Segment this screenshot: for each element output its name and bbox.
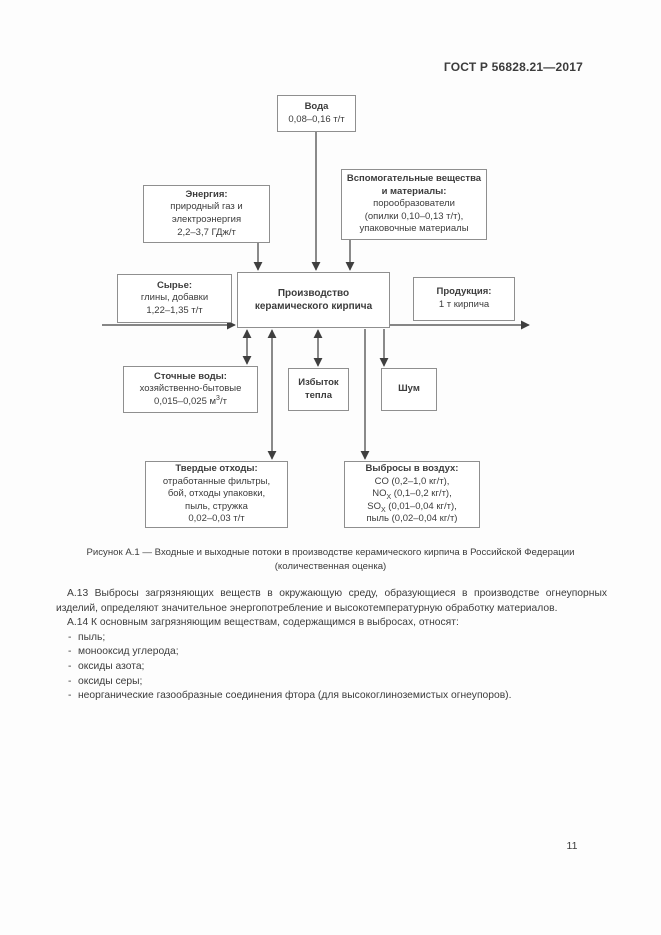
bullet-text: оксиды серы; (78, 675, 143, 687)
solid-waste-box-line: пыль, стружка (185, 500, 248, 512)
bullet-marker: - (68, 690, 72, 702)
bullet-marker: - (68, 675, 72, 687)
energy-box-title: Энергия: (185, 188, 228, 200)
page-number: 11 (566, 840, 578, 852)
bullet-marker: - (68, 631, 72, 643)
water-box: Вода 0,08–0,16 т/т (277, 95, 356, 132)
bullet-item: -неорганические газообразные соединения … (68, 689, 607, 704)
product-box: Продукция: 1 т кирпича (413, 277, 515, 321)
auxiliary-box-line: порообразователи (373, 198, 455, 210)
air-emissions-box-line: NOX (0,1–0,2 кг/т), (372, 488, 452, 502)
excess-heat-box: Избыток тепла (288, 368, 349, 411)
production-box-title: Производство керамического кирпича (254, 287, 373, 313)
auxiliary-materials-box: Вспомогательные вещества и материалы: по… (341, 169, 487, 240)
diagram-arrows (102, 132, 530, 460)
figure-caption-line2: (количественная оценка) (274, 560, 387, 572)
air-emissions-box-line: пыль (0,02–0,04 кг/т) (366, 513, 458, 525)
production-box: Производство керамического кирпича (237, 272, 390, 328)
energy-box-line: 2,2–3,7 ГДж/т (177, 226, 236, 238)
auxiliary-box-line: (опилки 0,10–0,13 т/т), (364, 210, 464, 222)
body-text: А.13 Выбросы загрязняющих веществ в окру… (56, 587, 607, 704)
bullet-item: -оксиды азота; (68, 660, 607, 675)
bullet-text: монооксид углерода; (78, 646, 179, 658)
wastewater-box: Сточные воды: хозяйственно-бытовые 0,015… (123, 366, 258, 413)
bullet-marker: - (68, 660, 72, 672)
air-emissions-box-line: CO (0,2–1,0 кг/т), (374, 475, 450, 487)
auxiliary-box-line: упаковочные материалы (359, 223, 469, 235)
bullet-item: -пыль; (68, 631, 607, 646)
product-box-line: 1 т кирпича (438, 299, 490, 310)
energy-box: Энергия: природный газ и электроэнергия … (143, 185, 270, 243)
bullet-text: оксиды азота; (78, 660, 145, 672)
air-emissions-box-title: Выбросы в воздух: (365, 463, 459, 475)
solid-waste-box-line: 0,02–0,03 т/т (188, 513, 245, 525)
energy-box-line: природный газ и (170, 201, 243, 213)
bullet-item: -монооксид углерода; (68, 645, 607, 660)
figure-caption: Рисунок А.1 — Входные и выходные потоки … (0, 546, 661, 573)
paragraph-a14: А.14 К основным загрязняющим веществам, … (67, 617, 459, 629)
raw-box-line: глины, добавки (140, 292, 209, 304)
water-box-value: 0,08–0,16 т/т (288, 113, 345, 125)
wastewater-box-line: хозяйственно-бытовые (139, 383, 242, 395)
excess-heat-box-title: Избыток тепла (298, 376, 339, 401)
energy-box-line: электроэнергия (171, 214, 242, 225)
product-box-title: Продукция: (436, 286, 492, 298)
air-emissions-box-line: SOX (0,01–0,04 кг/т), (367, 500, 457, 514)
solid-waste-box-line: бой, отходы упаковки, (167, 488, 266, 500)
raw-materials-box: Сырье: глины, добавки 1,22–1,35 т/т (117, 274, 232, 323)
noise-box-title: Шум (398, 383, 420, 395)
document-header: ГОСТ Р 56828.21—2017 (443, 60, 583, 74)
water-box-title: Вода (304, 100, 329, 112)
wastewater-box-value: 0,015–0,025 м3/т (154, 394, 227, 407)
air-emissions-box: Выбросы в воздух: CO (0,2–1,0 кг/т), NOX… (344, 461, 480, 528)
bullet-marker: - (68, 646, 72, 658)
bullet-item: -оксиды серы; (68, 675, 607, 690)
solid-waste-box-line: отработанные фильтры, (162, 475, 271, 487)
auxiliary-box-title: Вспомогательные вещества и материалы: (346, 173, 482, 197)
figure-caption-line1: Рисунок А.1 — Входные и выходные потоки … (86, 547, 575, 558)
solid-waste-box-title: Твердые отходы: (175, 463, 258, 475)
solid-waste-box: Твердые отходы: отработанные фильтры, бо… (145, 461, 288, 528)
paragraph-a13: А.13 Выбросы загрязняющих веществ в окру… (56, 588, 607, 614)
noise-box: Шум (381, 368, 437, 411)
raw-box-title: Сырье: (156, 279, 193, 291)
bullet-text: пыль; (78, 631, 106, 643)
bullet-text: неорганические газообразные соединения ф… (78, 690, 512, 702)
wastewater-box-title: Сточные воды: (154, 370, 227, 382)
raw-box-line: 1,22–1,35 т/т (146, 304, 203, 316)
